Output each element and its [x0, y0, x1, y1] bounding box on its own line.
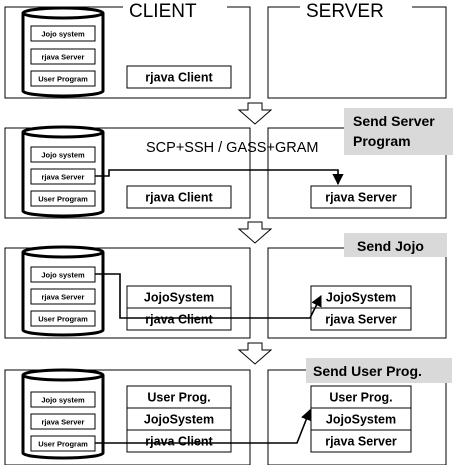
client-header-bg — [123, 0, 227, 22]
jojo-system-label: JojoSystem — [144, 413, 214, 427]
disk-label-jojo-system: Jojo system — [41, 151, 85, 160]
callout-send-user-prog-label: Send User Prog. — [313, 363, 422, 379]
disk-item-rjava-server — [30, 48, 96, 65]
jojo-system-label: JojoSystem — [326, 413, 396, 427]
disk-label-rjava-server: rjava Server — [42, 418, 85, 427]
rjava-client-label: rjava Client — [145, 435, 213, 449]
disk-label-rjava-server: rjava Server — [42, 293, 85, 302]
disk-label-user-program: User Program — [38, 440, 88, 449]
server-header: SERVER — [306, 1, 384, 22]
server-frame — [267, 6, 447, 99]
disk-item-rjava-server — [30, 288, 96, 305]
rjava-client-box — [126, 185, 232, 209]
disk-item-jojo-system — [30, 25, 96, 42]
callout-send-server-program-line1: Send Server — [353, 113, 435, 129]
callout-send-jojo-label: Send Jojo — [357, 238, 424, 254]
rjava-client-box — [126, 307, 232, 331]
disk-item-rjava-server — [30, 413, 96, 430]
disk-label-rjava-server: rjava Server — [42, 53, 85, 62]
rjava-server-label: rjava Server — [325, 313, 397, 327]
transfer-arrow-jojo-system — [95, 273, 322, 319]
callout-send-user-prog — [306, 358, 452, 383]
rjava-client-label: rjava Client — [145, 313, 213, 327]
rjava-client-box — [126, 65, 232, 89]
rjava-client-box — [126, 429, 232, 453]
stage-2: Send Server Program SCP+SSH / GASS+GRAM … — [4, 108, 453, 219]
rjava-server-box — [310, 307, 412, 331]
step-down-arrow — [237, 221, 273, 244]
disk-item-jojo-system — [30, 391, 96, 408]
disk-label-jojo-system: Jojo system — [41, 30, 85, 39]
user-prog-label: User Prog. — [147, 391, 210, 405]
rjava-server-label: rjava Server — [325, 191, 397, 205]
protocol-label: SCP+SSH / GASS+GRAM — [146, 140, 318, 156]
jojo-system-label: JojoSystem — [144, 291, 214, 305]
rjava-server-box — [310, 429, 412, 453]
rjava-client-label: rjava Client — [145, 191, 213, 205]
disk-label-user-program: User Program — [38, 75, 88, 84]
client-header: CLIENT — [129, 1, 197, 22]
step-down-arrow — [237, 102, 273, 125]
disk-label-rjava-server: rjava Server — [42, 173, 85, 182]
rjava-server-label: rjava Server — [325, 435, 397, 449]
transfer-arrow-rjava-server — [95, 169, 344, 186]
disk-label-user-program: User Program — [38, 195, 88, 204]
jojo-system-label: JojoSystem — [326, 291, 396, 305]
step-down-arrow — [237, 342, 273, 365]
stage-3: Send Jojo Jojo system rjava Server User … — [4, 233, 447, 339]
server-header-bg — [300, 0, 412, 22]
stage-4: Send User Prog. Jojo system rjava Server… — [4, 358, 452, 465]
disk-item-user-program — [30, 70, 96, 87]
disk-label-jojo-system: Jojo system — [41, 396, 85, 405]
stage-1: CLIENT SERVER Jojo system rjava Server U… — [4, 0, 447, 99]
callout-send-server-program-line2: Program — [353, 133, 411, 149]
rjava-server-box — [310, 185, 412, 209]
disk-item-user-program — [30, 190, 96, 207]
callout-send-server-program — [344, 108, 453, 155]
transfer-arrow-user-program — [95, 408, 312, 444]
user-prog-label: User Prog. — [329, 391, 392, 405]
callout-send-jojo — [344, 233, 447, 257]
disk-item-user-program — [30, 310, 96, 327]
disk-label-user-program: User Program — [38, 315, 88, 324]
disk-item-jojo-system — [30, 146, 96, 163]
disk-label-jojo-system: Jojo system — [41, 271, 85, 280]
rjava-client-label: rjava Client — [145, 71, 213, 85]
